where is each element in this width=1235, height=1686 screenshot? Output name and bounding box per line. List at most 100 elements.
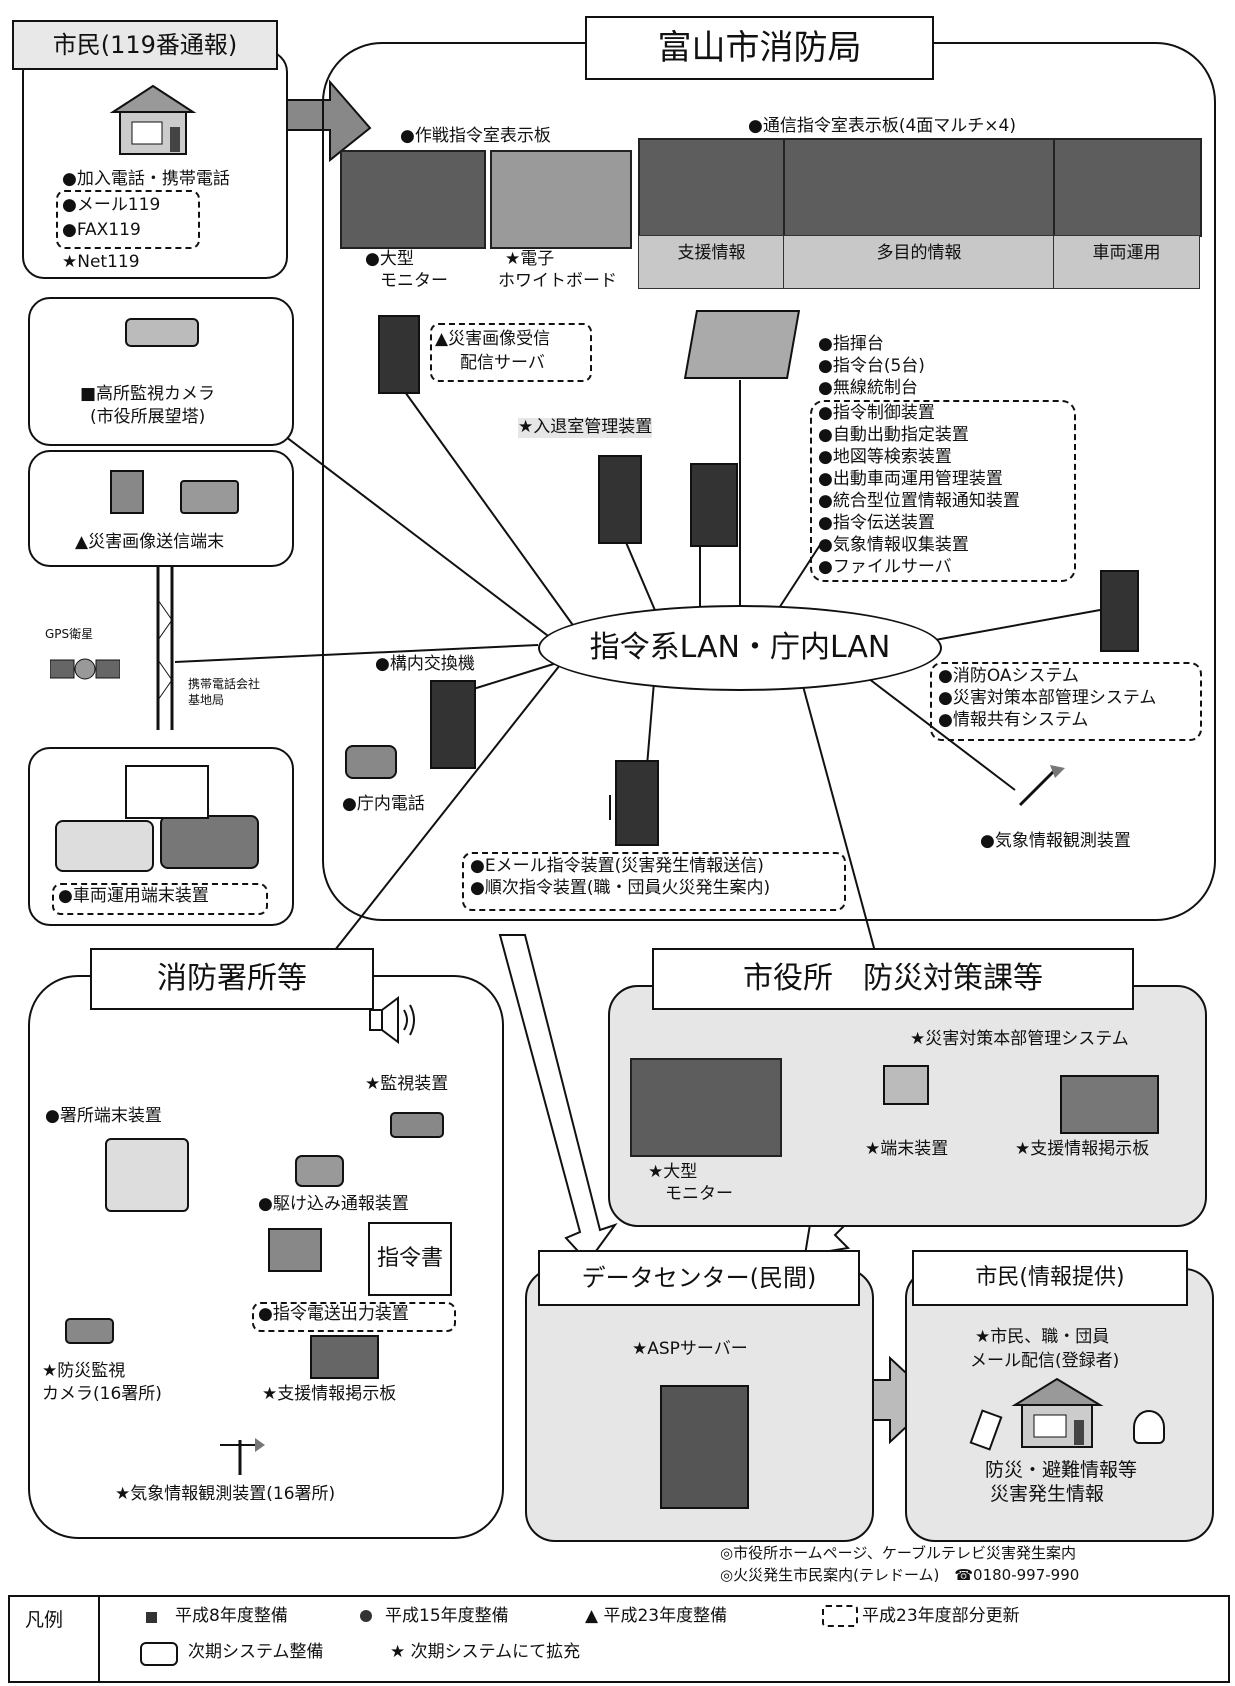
camera-label-1: ■高所監視カメラ — [80, 384, 216, 404]
telephone-icon — [345, 745, 397, 779]
station-title: 消防署所等 — [90, 948, 374, 1010]
whiteboard-label-2: ホワイトボード — [498, 271, 617, 291]
cityhall-support-label: ★支援情報掲示板 — [1015, 1139, 1150, 1159]
order-output-dashed — [252, 1302, 456, 1332]
big-monitor-label-2: モニター — [380, 271, 448, 291]
cityhall-monitor-label-2: モニター — [665, 1184, 733, 1204]
gps-label: GPS衛星 — [45, 627, 94, 641]
disaster-camera-label-2: カメラ(16署所) — [42, 1384, 162, 1404]
mail-fax-dashed — [56, 190, 200, 249]
console-list: ●指揮台 ●指令台(5台) ●無線統制台 — [818, 333, 925, 399]
dispatch-item: ●指令伝送装置 — [818, 513, 935, 533]
camera-label-2: (市役所展望塔) — [90, 407, 206, 427]
dispatch-systems-dashed — [810, 400, 1076, 582]
server-icon — [378, 315, 420, 394]
order-sheet-box: 指令書 — [368, 1222, 452, 1296]
legend-h8: 平成8年度整備 — [175, 1606, 288, 1626]
person-icon — [1133, 1410, 1165, 1444]
telephone-icon — [295, 1155, 344, 1187]
antenna-tower-icon — [150, 560, 180, 735]
oa-item: ●災害対策本部管理システム — [938, 688, 1157, 708]
email-dispatch-item: ●順次指令装置(職・団員火災発生案内) — [470, 878, 771, 898]
legend-h23: ▲ 平成23年度整備 — [585, 1606, 728, 1626]
legend-title: 凡例 — [25, 1609, 64, 1631]
image-server-dashed — [430, 323, 592, 382]
image-server-label-2: 配信サーバ — [460, 353, 545, 373]
ops-board-label: ●作戦指令室表示板 — [400, 126, 551, 146]
legend-dashed-marker — [822, 1605, 858, 1627]
footnote-1: ◎市役所ホームページ、ケーブルテレビ災害発生案内 — [720, 1544, 1076, 1562]
dispatch-item: ●地図等検索装置 — [818, 447, 952, 467]
display-board-icon — [125, 765, 209, 819]
console-item: ●無線統制台 — [818, 378, 918, 398]
citizen-info-title: 市民(情報提供) — [912, 1250, 1188, 1306]
hq-weather-label: ●気象情報観測装置 — [980, 831, 1131, 851]
server-icon — [430, 680, 476, 769]
weather-vane-icon — [215, 1430, 265, 1475]
video-camera-icon — [110, 470, 144, 514]
screen-label-vehicle: 車両運用 — [1053, 235, 1200, 289]
comm-screen-vehicle — [1053, 138, 1202, 237]
cityhall-mgmt-label: ★災害対策本部管理システム — [910, 1029, 1129, 1049]
legend-next: 次期システム整備 — [188, 1642, 324, 1662]
house-icon — [1010, 1375, 1105, 1450]
weather-vane-icon — [1010, 760, 1065, 810]
fire-truck-icon — [160, 815, 259, 869]
server-icon — [598, 455, 642, 544]
access-control-label: ★入退室管理装置 — [518, 417, 653, 438]
fax119-label: ●FAX119 — [62, 220, 141, 240]
cityhall-big-monitor — [630, 1058, 782, 1157]
screen-label-support: 支援情報 — [638, 235, 785, 289]
lan-label: 指令系LAN・庁内LAN — [589, 630, 891, 665]
phone-label: ●加入電話・携帯電話 — [62, 169, 230, 189]
legend-solid-marker — [140, 1642, 178, 1666]
oa-item: ●消防OAシステム — [938, 666, 1080, 686]
footnote-2: ◎火災発生市民案内(テレドーム) ☎0180-997-990 — [720, 1566, 1080, 1584]
server-icon — [660, 1385, 749, 1509]
legend-h23-partial: 平成23年度部分更新 — [862, 1606, 1020, 1626]
big-monitor-screen — [340, 150, 486, 249]
asp-label: ★ASPサーバー — [632, 1339, 748, 1359]
email-dispatch-list: ●Eメール指令装置(災害発生情報送信) ●順次指令装置(職・団員火災発生案内) — [470, 855, 770, 899]
citizen119-title: 市民(119番通報) — [12, 20, 278, 70]
email-dispatch-item: ●Eメール指令装置(災害発生情報送信) — [470, 856, 764, 876]
support-board-icon — [310, 1335, 379, 1379]
mail119-label: ●メール119 — [62, 195, 161, 215]
citizen-info-line2: 災害発生情報 — [990, 1483, 1105, 1505]
cityhall-terminal-label: ★端末装置 — [865, 1139, 949, 1159]
dispatch-item: ●指令制御装置 — [818, 403, 935, 423]
dispatch-item: ●出動車両運用管理装置 — [818, 469, 1003, 489]
dispatch-systems-list: ●指令制御装置 ●自動出動指定装置 ●地図等検索装置 ●出動車両運用管理装置 ●… — [818, 402, 1020, 578]
comm-screen-support — [638, 138, 787, 237]
legend-next-expand: ★ 次期システムにて拡充 — [390, 1642, 581, 1662]
satellite-icon — [50, 650, 120, 690]
legend-square-marker — [146, 1612, 157, 1623]
order-output-label: ●指令電送出力装置 — [258, 1304, 409, 1324]
station-monitor-label: ★監視装置 — [365, 1074, 449, 1094]
vehicle-terminal-label: ●車両運用端末装置 — [58, 886, 209, 906]
station-support-board-label: ★支援情報掲示板 — [262, 1384, 397, 1404]
surveillance-camera-icon — [125, 318, 199, 347]
rush-report-label: ●駆け込み通報装置 — [258, 1194, 409, 1214]
terminal-device-icon — [105, 1138, 189, 1212]
internal-phone-label: ●庁内電話 — [342, 794, 425, 814]
dispatch-item: ●統合型位置情報通知装置 — [818, 491, 1020, 511]
dispatch-item: ●気象情報収集装置 — [818, 535, 969, 555]
tablet-icon — [180, 480, 239, 514]
whiteboard-label-1: ★電子 — [505, 249, 555, 269]
dispatch-item: ●自動出動指定装置 — [818, 425, 969, 445]
house-icon — [108, 82, 198, 157]
whiteboard-screen — [490, 150, 632, 249]
vehicle-terminal-dashed — [52, 883, 268, 915]
computer-icon — [883, 1065, 929, 1105]
legend-circle-marker — [360, 1610, 372, 1622]
server-icon — [1100, 570, 1139, 652]
lan-ellipse: 指令系LAN・庁内LAN — [538, 605, 942, 691]
dispatch-item: ●ファイルサーバ — [818, 557, 952, 577]
citizen-mail-line2: メール配信(登録者) — [970, 1351, 1120, 1371]
image-terminal-panel — [28, 450, 294, 567]
cityhall-monitor-label-1: ★大型 — [648, 1162, 698, 1182]
image-terminal-label: ▲災害画像送信端末 — [75, 532, 225, 552]
oa-systems-list: ●消防OAシステム ●災害対策本部管理システム ●情報共有システム — [938, 665, 1156, 731]
pbx-label: ●構内交換機 — [375, 654, 475, 674]
